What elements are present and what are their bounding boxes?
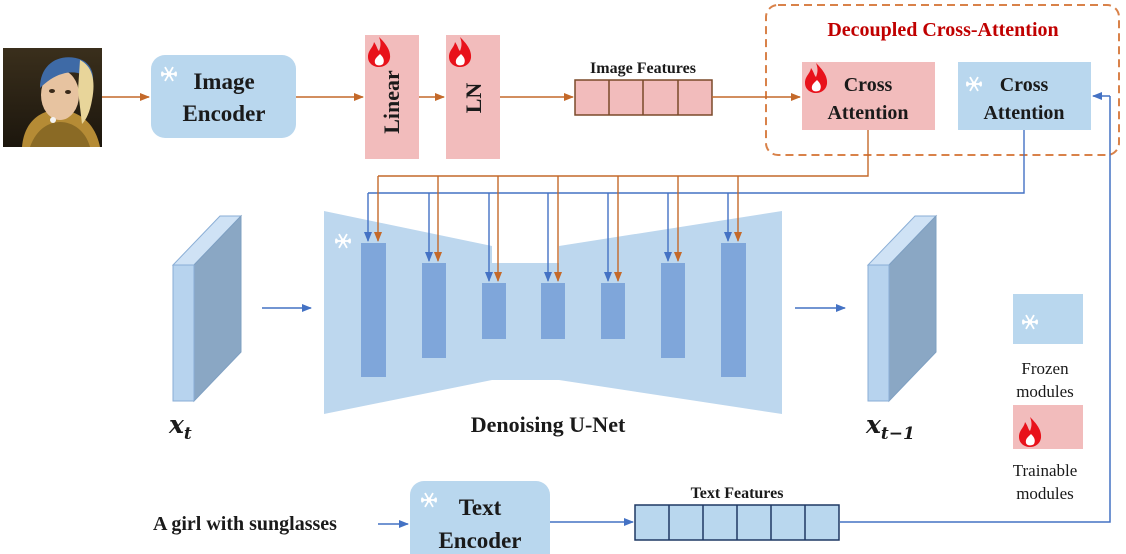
decoupled-cross-attention-title: Decoupled Cross-Attention	[827, 19, 1058, 41]
image-attention-distribution-lines	[374, 130, 869, 282]
linear-label: Linear	[379, 70, 404, 134]
text-prompt: A girl with sunglasses	[153, 513, 337, 535]
output-latent-label: xt−1	[865, 410, 915, 444]
legend-trainable-line1: Trainable	[1013, 461, 1078, 480]
legend-frozen-line1: Frozen	[1021, 359, 1069, 378]
input-portrait-image	[3, 48, 102, 147]
image-encoder-block: Image Encoder	[151, 55, 296, 138]
trainable-cross-attention-block: Cross Attention	[802, 62, 935, 130]
denoising-unet: Denoising U-Net	[324, 211, 782, 437]
frozen-cross-attention-line2: Attention	[983, 102, 1064, 124]
trainable-cross-attention-line1: Cross	[844, 74, 893, 96]
text-encoder-label-line1: Text	[459, 495, 502, 520]
text-features-label: Text Features	[691, 485, 784, 502]
text-branch-arrows	[378, 92, 1111, 528]
legend-frozen-line2: modules	[1016, 382, 1074, 401]
text-encoder-label-line2: Encoder	[438, 528, 521, 553]
linear-layer-block: Linear	[365, 35, 419, 159]
input-latent: xt	[168, 214, 243, 444]
decoupled-cross-attention-group: Decoupled Cross-Attention Cross Attentio…	[765, 4, 1120, 156]
text-encoder-block: Text Encoder	[410, 481, 550, 554]
legend-trainable-line2: modules	[1016, 484, 1074, 503]
text-attention-distribution-lines	[364, 130, 1025, 282]
image-encoder-label-line2: Encoder	[182, 101, 265, 126]
image-encoder-label-line1: Image	[193, 69, 254, 94]
input-latent-label: xt	[168, 410, 192, 444]
text-features-tokens: Text Features	[634, 485, 840, 541]
trainable-cross-attention-line2: Attention	[827, 102, 908, 124]
image-features-tokens: Image Features	[574, 60, 713, 116]
unet-label: Denoising U-Net	[471, 412, 626, 437]
legend: Frozen modules Trainable modules	[1013, 294, 1083, 503]
layer-norm-block: LN	[446, 35, 500, 159]
legend-frozen-swatch	[1013, 294, 1083, 344]
output-latent: xt−1	[865, 214, 938, 444]
frozen-cross-attention-line1: Cross	[1000, 74, 1049, 96]
image-features-label: Image Features	[590, 60, 696, 77]
frozen-cross-attention-block: Cross Attention	[958, 62, 1091, 130]
ln-label: LN	[461, 83, 486, 114]
